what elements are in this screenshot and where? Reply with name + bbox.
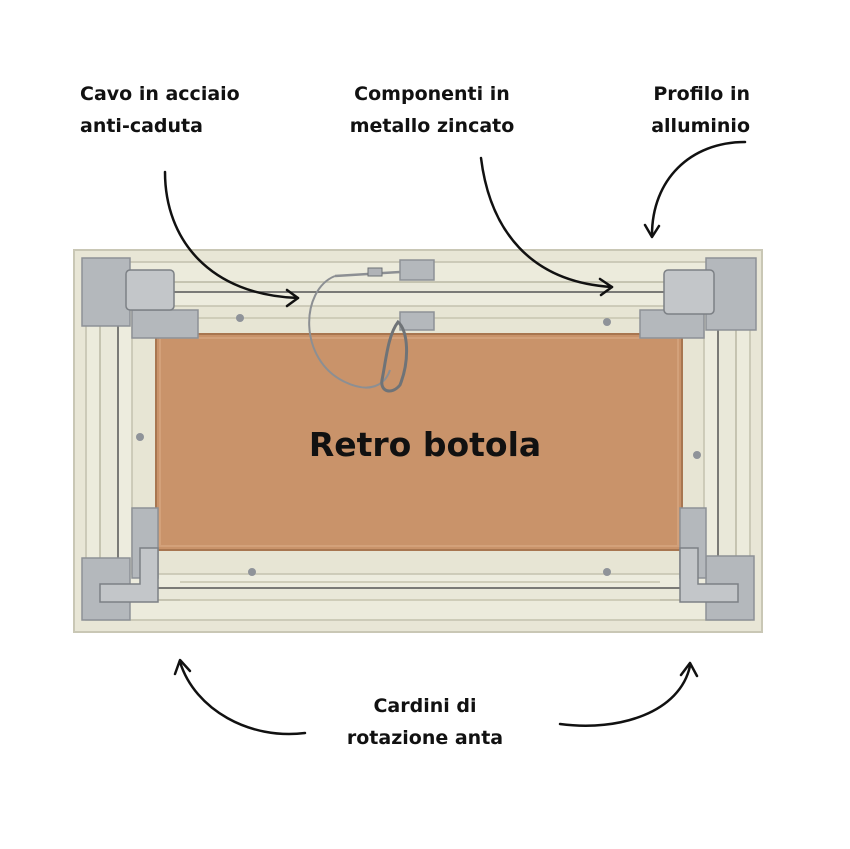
screw xyxy=(693,451,701,459)
label-steel-cable: Cavo in acciaio anti-caduta xyxy=(80,78,240,142)
board-highlight xyxy=(159,337,679,547)
label-line: rotazione anta xyxy=(346,727,504,749)
arrow-cable-head xyxy=(285,288,300,308)
label-line: alluminio xyxy=(651,115,750,137)
carabiner xyxy=(380,319,409,393)
hinge-bottom-left xyxy=(99,547,159,603)
hinge-top-right xyxy=(663,269,715,315)
arrow-hinge-right xyxy=(558,664,692,727)
hinge-bottom-right xyxy=(679,547,739,603)
screws xyxy=(136,314,701,576)
cable-plate-inner xyxy=(399,311,435,331)
label-line: metallo zincato xyxy=(349,115,515,137)
hinges xyxy=(99,269,739,603)
label-line: Cavo in acciaio xyxy=(80,83,240,105)
board-back xyxy=(155,333,683,551)
arrow-hinge-left-head xyxy=(173,658,192,676)
center-title: Retro botola xyxy=(308,425,542,464)
label-line: Componenti in xyxy=(354,83,510,105)
screw xyxy=(603,568,611,576)
bracket-top-left xyxy=(81,257,131,327)
corner-brackets xyxy=(81,257,757,621)
screw xyxy=(236,314,244,322)
label-line: anti-caduta xyxy=(80,115,203,137)
arrows xyxy=(163,140,747,736)
screw xyxy=(603,318,611,326)
label-galvanized-components: Componenti in metallo zincato xyxy=(337,78,527,142)
cable-plate-top xyxy=(399,259,435,281)
label-hinges: Cardini di rotazione anta xyxy=(330,690,520,754)
arrow-hinge-left xyxy=(178,660,307,736)
arrow-cable xyxy=(163,170,300,300)
arrow-metal-head xyxy=(598,277,614,297)
label-line: Profilo in xyxy=(653,83,750,105)
cable-crimp xyxy=(367,267,383,277)
label-line: Cardini di xyxy=(373,695,477,717)
bracket-top-left-inner xyxy=(131,309,199,339)
arrow-hinge-right-head xyxy=(679,661,699,678)
safety-cable xyxy=(308,275,391,389)
arrow-profile-head xyxy=(643,223,661,239)
label-aluminium-profile: Profilo in alluminio xyxy=(651,78,750,142)
screw xyxy=(136,433,144,441)
screw xyxy=(248,568,256,576)
hinge-top-left xyxy=(125,269,175,311)
arrow-metal xyxy=(479,156,614,289)
arrow-profile xyxy=(650,140,747,237)
